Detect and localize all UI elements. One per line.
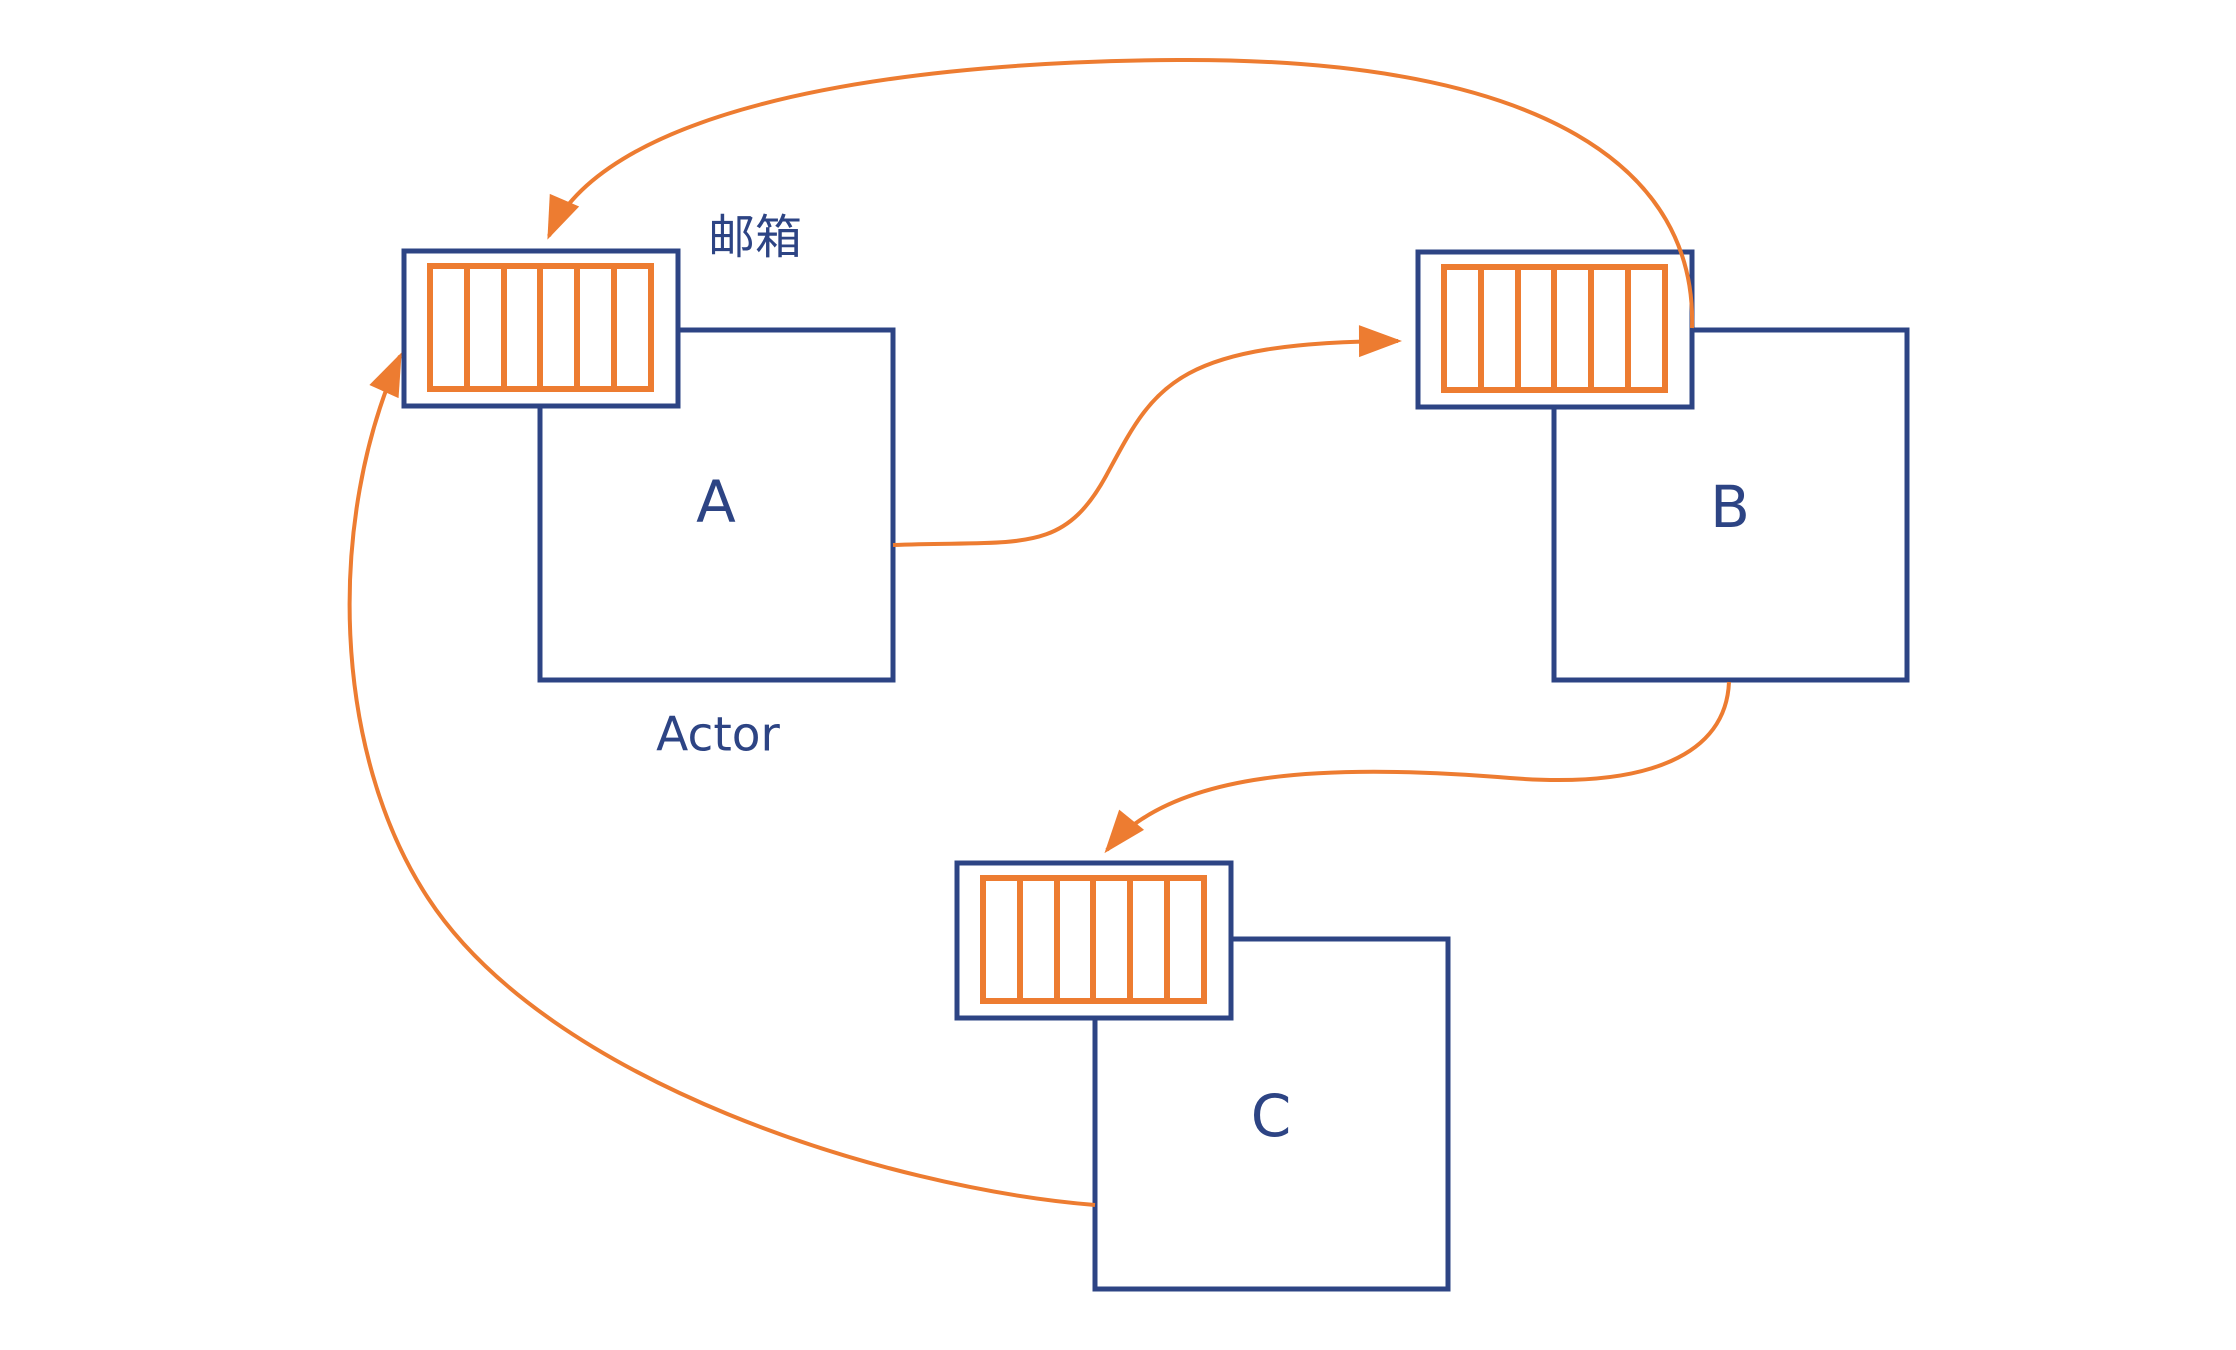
actor-b-box <box>1551 327 1910 683</box>
message-edges <box>347 57 1731 1207</box>
actor-b <box>1551 327 1910 683</box>
mailbox-a <box>401 248 681 409</box>
mailbox-a-slot-dividers <box>464 266 617 389</box>
edge-c-to-mailbox-a <box>347 352 1096 1207</box>
actor-a-box <box>537 327 896 683</box>
mailbox-label: 邮箱 <box>708 211 802 266</box>
actor-c-label: C <box>1251 1082 1292 1150</box>
actor-b-label: B <box>1710 473 1750 541</box>
mailbox-c-slot-dividers <box>1017 878 1170 1001</box>
actor-c-box <box>1092 936 1451 1292</box>
mailbox-b <box>1415 249 1695 410</box>
actor-a <box>537 327 896 683</box>
actor-a-label: A <box>696 468 736 536</box>
edge-b-to-mailbox-a <box>547 57 1695 329</box>
edge-a-to-mailbox-b <box>892 325 1402 547</box>
mailbox-b-slot-dividers <box>1478 267 1631 390</box>
edge-b-to-mailbox-c <box>1104 681 1731 854</box>
actor-c <box>1092 936 1451 1292</box>
actor-caption: Actor <box>656 708 780 763</box>
mailbox-c <box>954 860 1234 1021</box>
